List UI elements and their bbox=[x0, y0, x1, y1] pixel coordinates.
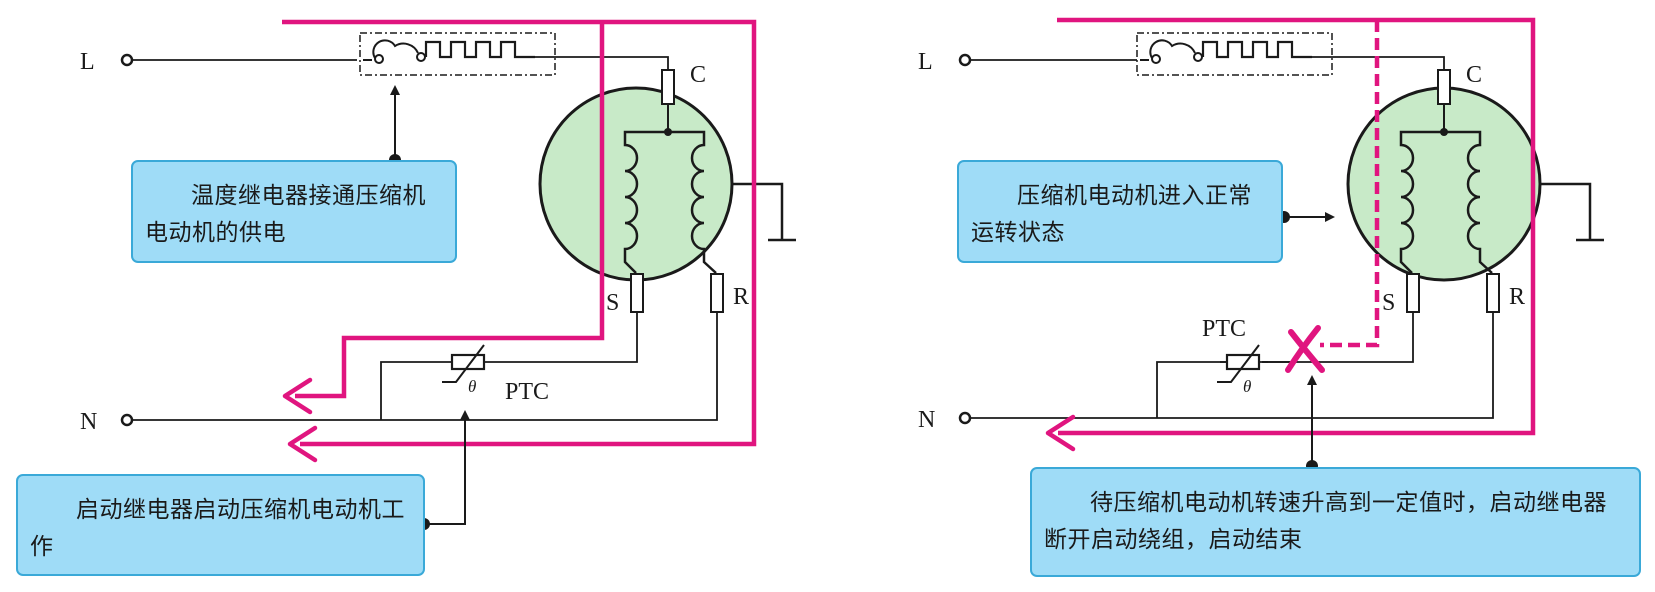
left-pointer-bottom bbox=[424, 410, 470, 525]
left-label-L: L bbox=[80, 49, 95, 75]
right-terminal-S-block bbox=[1406, 273, 1420, 313]
left-callout-bottom-text: 启动继电器启动压缩机电动机工作 bbox=[30, 497, 405, 560]
left-label-C: C bbox=[690, 62, 706, 88]
right-terminal-L-dot bbox=[958, 53, 972, 67]
left-label-PTC: PTC bbox=[505, 379, 549, 405]
right-terminal-C-block bbox=[1437, 69, 1451, 105]
left-run-winding bbox=[668, 130, 717, 274]
right-thermo-relay-box bbox=[1136, 32, 1333, 76]
left-callout-bottom: 启动继电器启动压缩机电动机工作 bbox=[16, 474, 425, 576]
right-panel: L N C S R PTC θ bbox=[918, 17, 1604, 472]
right-ground bbox=[1539, 182, 1604, 242]
right-start-winding bbox=[1399, 130, 1444, 274]
left-current-path-outer bbox=[282, 19, 757, 447]
right-label-L: L bbox=[918, 49, 933, 75]
left-terminal-C-block bbox=[661, 69, 675, 105]
left-terminal-N-dot bbox=[120, 413, 134, 427]
left-label-N: N bbox=[80, 409, 97, 435]
right-label-N: N bbox=[918, 407, 935, 433]
left-label-theta: θ bbox=[468, 377, 476, 396]
left-callout-top-text: 温度继电器接通压缩机电动机的供电 bbox=[145, 183, 426, 246]
left-label-S: S bbox=[606, 290, 619, 316]
right-label-PTC: PTC bbox=[1202, 316, 1246, 342]
left-N-wire bbox=[132, 312, 718, 421]
left-callout-top: 温度继电器接通压缩机电动机的供电 bbox=[131, 160, 457, 263]
right-callout-bottom: 待压缩机电动机转速升高到一定值时，启动继电器断开启动绕组，启动结束 bbox=[1030, 467, 1641, 577]
right-terminal-N-dot bbox=[958, 411, 972, 425]
right-callout-top: 压缩机电动机进入正常运转状态 bbox=[957, 160, 1283, 263]
left-panel: L N C S R PTC θ bbox=[80, 19, 796, 530]
left-ground bbox=[731, 182, 796, 242]
right-label-C: C bbox=[1466, 62, 1482, 88]
right-label-theta: θ bbox=[1243, 377, 1251, 396]
left-thermo-switch bbox=[363, 39, 419, 61]
left-heater-wave bbox=[424, 40, 535, 59]
right-terminal-R-block bbox=[1486, 273, 1500, 313]
disconnect-cross-icon bbox=[1285, 325, 1325, 373]
left-terminal-S-block bbox=[630, 273, 644, 313]
left-terminal-L-dot bbox=[120, 53, 134, 67]
left-terminal-R-block bbox=[710, 273, 724, 313]
left-start-winding bbox=[623, 130, 668, 274]
left-thermo-relay-box bbox=[359, 32, 556, 76]
right-callout-top-text: 压缩机电动机进入正常运转状态 bbox=[971, 183, 1252, 246]
left-label-R: R bbox=[733, 284, 749, 310]
right-current-path bbox=[1057, 17, 1536, 436]
right-label-S: S bbox=[1382, 290, 1395, 316]
right-callout-bottom-text: 待压缩机电动机转速升高到一定值时，启动继电器断开启动绕组，启动结束 bbox=[1044, 490, 1607, 553]
right-label-R: R bbox=[1509, 284, 1525, 310]
left-current-path-inner bbox=[295, 22, 605, 399]
right-start-path-dashed bbox=[1320, 20, 1380, 348]
right-run-winding bbox=[1444, 130, 1493, 274]
